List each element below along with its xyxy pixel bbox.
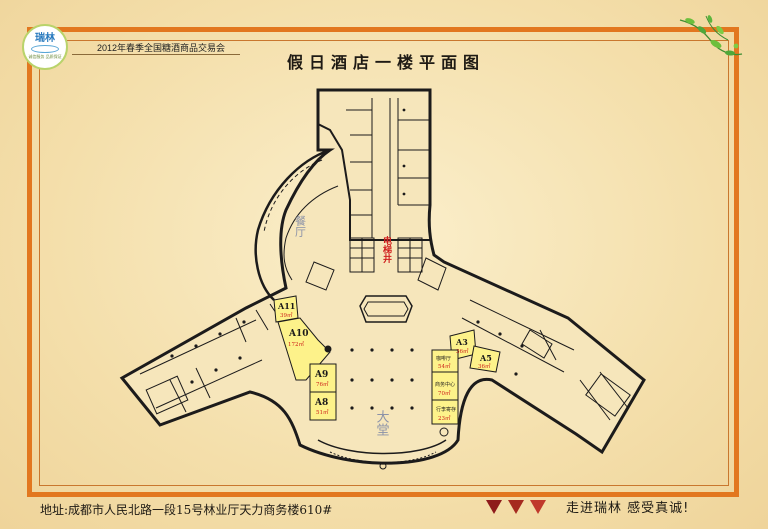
left-wing-room bbox=[145, 375, 189, 415]
central-planter bbox=[359, 295, 413, 323]
inner-frame bbox=[39, 40, 729, 486]
logo-caption: 诚信服务 品质保证 bbox=[28, 54, 62, 59]
booth-a5-code: A5 bbox=[479, 353, 492, 363]
booth-a10-code: A10 bbox=[288, 329, 309, 339]
restaurant-inner bbox=[283, 185, 339, 281]
event-title: 2012年春季全国糖酒商品交易会 bbox=[96, 43, 226, 53]
restaurant-wall bbox=[254, 148, 331, 301]
booth-a3-code: A3 bbox=[455, 337, 468, 347]
tower-corridor bbox=[371, 98, 430, 238]
logo-mark: 瑞林 bbox=[35, 33, 55, 44]
booth-a8-area: 51㎡ bbox=[316, 408, 329, 416]
booth-business-area: 70㎡ bbox=[438, 389, 451, 397]
restaurant-arc bbox=[263, 159, 323, 233]
building-outline bbox=[119, 88, 646, 465]
left-wing-inner bbox=[139, 319, 263, 413]
elevator-label: 电梯井 bbox=[381, 235, 392, 264]
vine-decoration-icon bbox=[679, 15, 743, 56]
arrow-decoration-icon bbox=[486, 500, 546, 514]
booth-a10-area: 172㎡ bbox=[288, 340, 304, 348]
slogan-text: 走进瑞林 感受真诚! bbox=[566, 501, 690, 516]
right-wing-room bbox=[585, 373, 631, 417]
logo-ring-icon bbox=[31, 45, 59, 53]
outer-frame bbox=[27, 27, 739, 497]
booth-a11-area: 39㎡ bbox=[280, 311, 293, 319]
right-wing-inner bbox=[461, 299, 629, 421]
booth-cafe-name: 咖啡厅 bbox=[436, 355, 451, 362]
elevator-divisions bbox=[350, 238, 422, 272]
booths bbox=[273, 295, 501, 425]
booth-a5 bbox=[469, 345, 501, 373]
booth-a9-code: A9 bbox=[314, 370, 328, 380]
ruilin-logo: 瑞林 诚信服务 品质保证 bbox=[22, 24, 68, 70]
booth-luggage-area: 23㎡ bbox=[438, 414, 451, 422]
right-wing-core bbox=[305, 257, 553, 359]
booth-a8-code: A8 bbox=[314, 398, 328, 408]
booth-a8 bbox=[309, 391, 337, 421]
booth-a9-area: 76㎡ bbox=[316, 380, 329, 388]
lobby-front bbox=[317, 439, 447, 455]
restaurant-label: 餐厅 bbox=[294, 214, 307, 237]
booth-luggage bbox=[431, 399, 459, 425]
address-text: 地址:成都市人民北路一段15号林业厅天力商务楼610# bbox=[40, 503, 333, 517]
booth-cafe-area: 54㎡ bbox=[438, 362, 451, 370]
booth-a3-area: 36㎡ bbox=[456, 347, 469, 355]
booth-luggage-name: 行李寄存 bbox=[436, 406, 456, 413]
central-planter-inner bbox=[363, 301, 409, 317]
booth-business-name: 商务中心 bbox=[435, 381, 455, 388]
plan-title: 假日酒店一楼平面图 bbox=[286, 53, 485, 72]
booth-marker-icon bbox=[324, 345, 332, 353]
tower-rooms-left bbox=[346, 109, 372, 216]
booth-a11-code: A11 bbox=[277, 301, 295, 311]
lobby-label: 大堂 bbox=[374, 410, 390, 436]
event-underline bbox=[72, 54, 240, 55]
booth-a5-area: 36㎡ bbox=[478, 362, 491, 370]
